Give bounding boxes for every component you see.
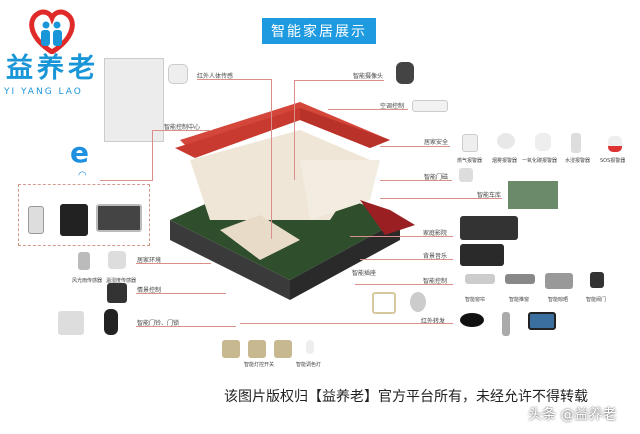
logo-text: 益养老 [6,53,99,84]
valve-image [590,272,604,288]
monitor-image [96,204,142,232]
control-item: 智能窗帘 [465,297,486,303]
label-home-security: 居家安全 [424,139,449,146]
fan-image [410,292,426,312]
internet-icon: e [70,136,89,169]
control-cabinet-image [104,58,164,142]
doorbell-image [104,309,118,335]
tv-image [528,312,556,330]
water-alarm-image [571,133,581,153]
scene-panel-image [107,283,127,303]
air-purifier-image [502,312,510,336]
infrared-sensor-image [168,64,188,84]
drying-rack-image [545,273,573,289]
label-doorbell-lock: 智能门铃、门锁 [137,320,180,327]
door-lock-image [58,311,84,335]
door-sensor-image [459,168,473,182]
camera-image [396,62,414,84]
label-scene-control: 情景控制 [137,287,162,294]
bulb-image [306,340,314,354]
label-smart-control: 智能控制 [423,278,448,285]
security-item: 一氧化碳报警器 [522,158,558,164]
garage-image [508,181,558,209]
label-ir-forward: 红外转发 [421,318,446,325]
security-item: 水浸报警器 [565,158,591,164]
temp-humidity-sensor-image [108,251,126,269]
wifi-icon: ◠ [78,170,87,181]
label-door-sensor: 智能门磁 [424,174,449,181]
label-background-music: 背景音乐 [423,253,448,260]
co-alarm-image [535,133,551,151]
home-theater-image [460,216,518,240]
light-switch-image [248,340,266,358]
tablet-image [60,204,88,236]
label-light-switch: 智能灯控开关 [244,362,275,368]
watermark: 头条 @益养老 [528,407,617,423]
label-home-theater: 家庭影院 [423,230,448,237]
security-item: 烟雾报警器 [492,158,518,164]
ac-image [412,100,448,112]
label-infrared-sensor: 红外人体传感 [197,73,234,80]
phone-image [28,206,44,234]
light-switch-image [274,340,292,358]
curtain-image [465,274,495,284]
ir-forward-image [460,313,484,327]
label-smart-socket: 智能插座 [352,270,377,277]
logo-heart-icon [29,9,75,54]
security-item: 燃气报警器 [457,158,483,164]
label-home-environment: 居家环境 [137,257,162,264]
house-illustration [170,102,415,300]
env-item: 温湿度传感器 [106,278,137,284]
gas-alarm-image [462,134,478,152]
logo-subtitle: YI YANG LAO [4,87,83,97]
label-garage: 智能车库 [477,192,502,199]
security-item: SOS报警器 [600,158,626,164]
devices-box [18,184,150,246]
copyright-footer: 该图片版权归【益养老】官方平台所有，未经允许不得转载 [224,389,588,405]
label-control-center: 智能控制中心 [164,124,201,131]
control-item: 智能推窗 [509,297,530,303]
smoke-alarm-image [497,133,515,149]
socket-image [372,292,396,314]
light-switch-image [222,340,240,358]
page-title: 智能家居展示 [262,18,376,44]
speaker-image [460,244,504,266]
env-item: 风光雨传感器 [72,278,103,284]
window-opener-image [505,274,535,284]
label-color-lamp: 智能调色灯 [296,362,322,368]
control-item: 智能晾晒 [548,297,569,303]
control-item: 智能阀门 [586,297,607,303]
sos-alarm-image [608,136,622,152]
label-ac-control: 空调控制 [380,103,405,110]
wind-sensor-image [78,252,90,270]
label-camera: 智能摄像头 [353,73,384,80]
